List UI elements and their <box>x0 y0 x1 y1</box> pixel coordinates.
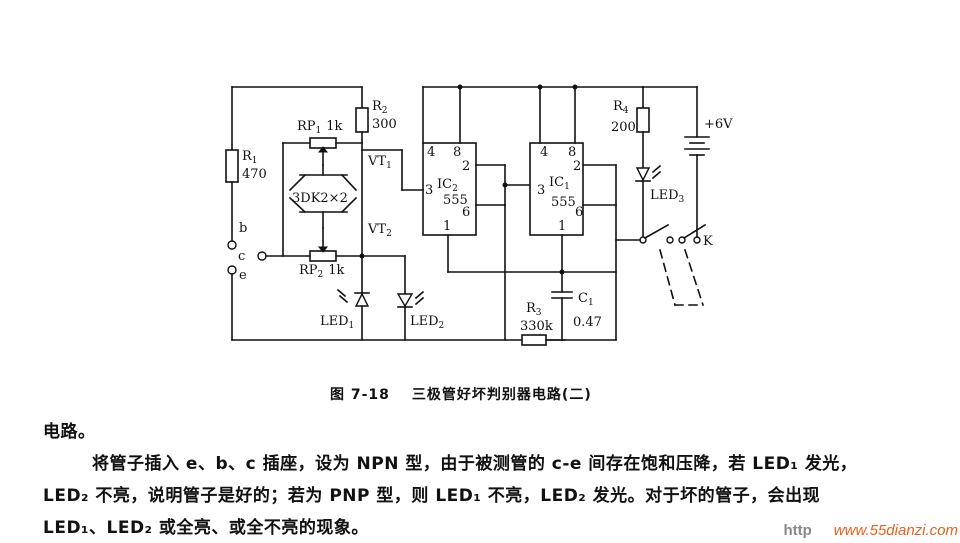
led1-ray-1 <box>336 288 347 298</box>
label-c: c <box>238 249 245 264</box>
label-r1: R1 <box>242 149 258 166</box>
vt1-emitter <box>340 173 358 192</box>
led1-ray-2 <box>338 294 349 304</box>
label-c1: C1 <box>578 291 594 308</box>
label-vt2: VT2 <box>367 222 392 239</box>
led2-symbol <box>396 293 414 308</box>
text-line-1: 电路。 <box>43 422 96 442</box>
junction-ic1-ground <box>559 269 565 275</box>
junction-ic2-pin8 <box>457 84 463 90</box>
vt2-collector <box>288 196 307 214</box>
label-ic2-type: 555 <box>443 193 468 208</box>
label-r4-value: 200 <box>611 120 636 135</box>
text-line-4: LED₁、LED₂ 或全亮、或全不亮的现象。 <box>43 518 369 538</box>
label-ic1-pin2: 2 <box>573 159 581 174</box>
label-ic1-pin8: 8 <box>568 145 576 160</box>
vt2-emitter <box>340 196 358 214</box>
label-ic2-pin2: 2 <box>462 159 470 174</box>
label-r3: R3 <box>526 301 542 318</box>
resistor-r2 <box>355 107 369 133</box>
label-r2-value: 300 <box>372 117 397 132</box>
ic2-box <box>422 142 477 236</box>
label-r1-value: 470 <box>242 167 267 182</box>
label-b: b <box>239 221 247 236</box>
label-ic2-pin1: 1 <box>443 219 451 234</box>
switch-link-2 <box>683 248 705 307</box>
label-c1-value: 0.47 <box>573 315 602 330</box>
label-supply: +6V <box>704 117 733 132</box>
resistor-r3 <box>521 334 547 346</box>
label-led3: LED3 <box>650 188 685 205</box>
junction-ic2-ic1 <box>502 182 508 188</box>
label-ic1-pin6: 6 <box>575 205 583 220</box>
junction-ic1-pin8 <box>572 84 578 90</box>
caption-number: 图 7-18 <box>330 387 390 403</box>
label-ic2-pin6: 6 <box>462 205 470 220</box>
watermark-prefix: http <box>783 522 812 539</box>
led2-ray-2 <box>414 296 425 306</box>
resistor-r4 <box>636 107 650 133</box>
label-ic1-pin4: 4 <box>540 145 548 160</box>
label-led1: LED1 <box>320 314 354 331</box>
switch-contact-2 <box>666 236 674 244</box>
watermark: http www.55dianzi.com <box>783 522 958 539</box>
label-switch: K <box>703 234 713 249</box>
label-ic2-pin8: 8 <box>453 145 461 160</box>
label-ic1-type: 555 <box>551 195 576 210</box>
switch-contact-4 <box>693 236 701 244</box>
caption-title: 三极管好坏判别器电路(二) <box>411 387 592 403</box>
label-ic1-pin3: 3 <box>537 183 545 198</box>
led3-ray-2 <box>651 170 662 180</box>
label-e: e <box>239 268 247 283</box>
led1-symbol <box>354 292 370 307</box>
text-line-3: LED₂ 不亮，说明管子是好的；若为 PNP 型，则 LED₁ 不亮，LED₂ … <box>43 486 821 506</box>
label-ic1: IC1 <box>549 175 570 192</box>
label-led2: LED2 <box>410 314 444 331</box>
figure-caption: 图 7-18 三极管好坏判别器电路(二) <box>330 384 614 404</box>
switch-lever-2[interactable] <box>682 223 707 240</box>
rp1-wiper-arrow <box>317 146 329 153</box>
junction-ic1-pin4 <box>537 84 543 90</box>
label-r2: R2 <box>372 99 388 116</box>
label-vt1: VT1 <box>367 154 392 171</box>
switch-link-1 <box>659 249 676 306</box>
vt1-collector <box>288 173 307 192</box>
label-transistors: 3DK2×2 <box>292 191 348 206</box>
label-r3-value: 330k <box>520 319 553 334</box>
ic1-box <box>529 142 584 236</box>
switch-lever-1[interactable] <box>643 223 670 240</box>
watermark-site[interactable]: www.55dianzi.com <box>833 522 958 539</box>
socket-b[interactable] <box>227 240 237 250</box>
label-ic2-pin4: 4 <box>427 145 435 160</box>
resistor-r1 <box>225 149 239 183</box>
led3-symbol <box>635 167 651 182</box>
text-line-2: 将管子插入 e、b、c 插座，设为 NPN 型，由于被测管的 c-e 间存在饱和… <box>92 454 858 474</box>
led3-ray-1 <box>651 164 662 174</box>
label-r4: R4 <box>613 99 629 116</box>
led2-ray-1 <box>414 290 425 300</box>
rp2-wiper-arrow <box>317 246 329 253</box>
label-ic1-pin1: 1 <box>558 219 566 234</box>
label-ic2-pin3: 3 <box>425 183 433 198</box>
socket-c[interactable] <box>257 251 267 261</box>
socket-e[interactable] <box>227 265 237 275</box>
label-ic2: IC2 <box>437 177 458 194</box>
